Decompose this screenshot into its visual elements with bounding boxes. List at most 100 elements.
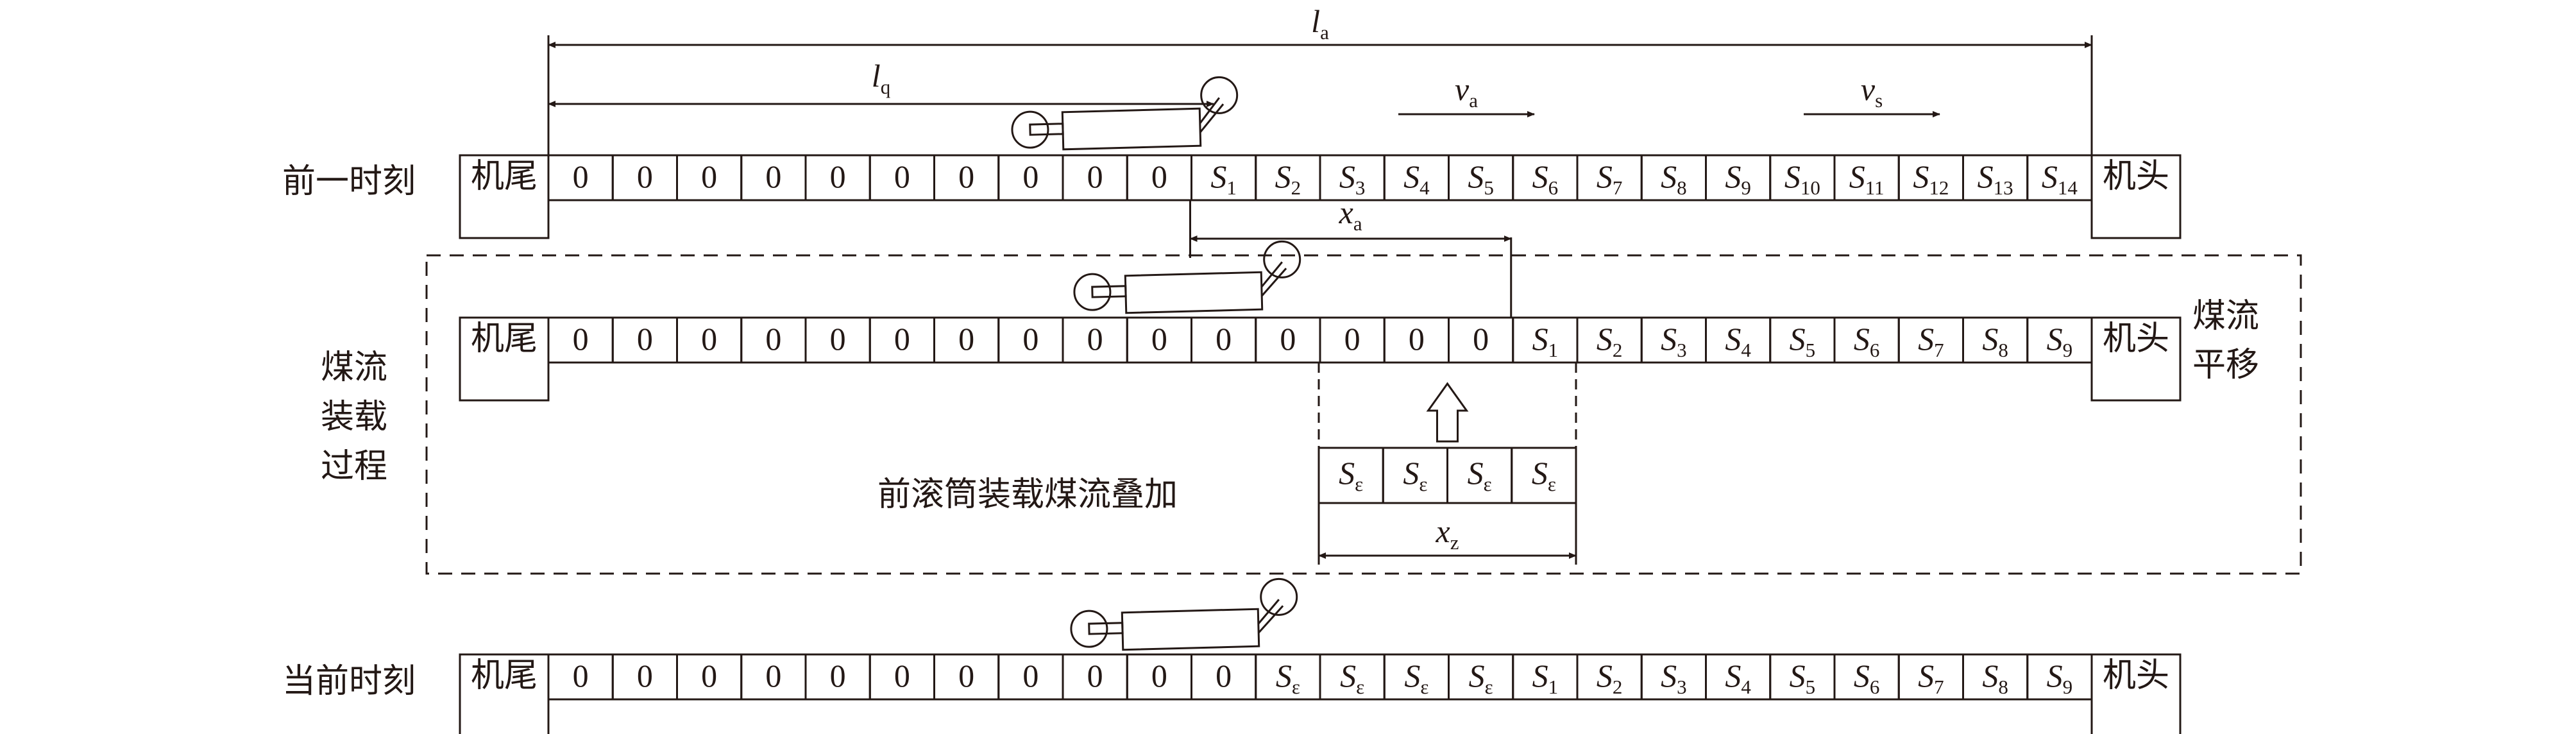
belt-cell-value: S4 (1725, 658, 1751, 698)
shearer-body (1061, 107, 1202, 151)
belt-cell-value: 0 (1344, 321, 1360, 357)
belt-cell-value: 0 (1087, 158, 1103, 194)
belt-cell-value: 0 (894, 321, 910, 357)
row-label-loading-3: 过程 (321, 447, 387, 486)
belt-cell-value: 0 (958, 158, 974, 194)
belt-cell-value: 0 (701, 158, 717, 194)
dimension-label: xa (1339, 194, 1362, 235)
superposition-cell-value: Sε (1339, 455, 1363, 495)
rear-drum-icon (1011, 110, 1049, 149)
velocity-vs: vs (1804, 71, 1940, 117)
loading-process-frame (425, 254, 2302, 575)
velocity-label: va (1455, 71, 1478, 112)
belt-cell-value: S12 (1913, 158, 1949, 199)
front-drum-icon (1260, 577, 1298, 616)
belt-cell-value: 0 (701, 321, 717, 357)
belt-cell-value: 0 (573, 321, 589, 357)
belt-cell-value: S6 (1532, 158, 1559, 199)
front-arm (1257, 599, 1280, 625)
shearer-figures (1011, 76, 1301, 651)
dimension-label: lq (872, 58, 890, 98)
front-arm (1258, 605, 1284, 634)
belt-cell-value: S11 (1849, 158, 1885, 199)
superposition-cell (1511, 447, 1577, 504)
belt-cell-value: 0 (1087, 658, 1103, 694)
belt-cell-value: S7 (1918, 321, 1944, 361)
row-label-loading-1: 煤流 (321, 348, 387, 387)
front-drum-icon (1263, 240, 1301, 278)
belt-cell-value: 0 (894, 658, 910, 694)
lq-dimension: lq (548, 58, 1214, 107)
head-label: 机头 (2103, 656, 2169, 695)
rear-arm (1029, 123, 1064, 136)
head-label: 机头 (2103, 320, 2169, 358)
front-arm (1199, 103, 1224, 133)
belt-cell-value: 0 (958, 321, 974, 357)
belt-cell (2026, 316, 2093, 364)
belt-cell-value: 0 (1151, 321, 1167, 357)
belt-cell-value: S4 (1403, 158, 1430, 199)
row-label-current: 当前时刻 (282, 662, 416, 701)
dimension-label: xz (1436, 513, 1459, 554)
belt-cell-value: 0 (637, 658, 653, 694)
la-dimension: la (548, 3, 2092, 48)
shearer-body (1121, 608, 1260, 651)
shearer-icon (1070, 577, 1298, 651)
belt-cell-value: 0 (1022, 658, 1038, 694)
front-arm (1261, 268, 1287, 297)
belt-cell-value: S1 (1532, 321, 1559, 361)
row-label-loading-2: 装载 (321, 398, 387, 436)
shift-label-1: 煤流 (2192, 297, 2259, 336)
tail-label: 机尾 (471, 157, 538, 196)
belt-cell-value: 0 (958, 658, 974, 694)
shearer-body (1124, 271, 1264, 314)
belt-cell-value: 0 (1087, 321, 1103, 357)
belt-cell-value: S2 (1275, 158, 1301, 199)
belt-cell-value: 0 (1409, 321, 1425, 357)
belt-cell-value: Sε (1276, 658, 1300, 698)
belt-cell-value: Sε (1469, 658, 1493, 698)
shearer-icon (1073, 240, 1301, 314)
tail-label: 机尾 (471, 320, 538, 358)
belt-cell-value: 0 (1473, 321, 1489, 357)
rear-drum-icon (1070, 610, 1108, 648)
belt-cell-value: 0 (894, 158, 910, 194)
belt-cell-value: S9 (1725, 158, 1751, 199)
belt-cell-value: S2 (1597, 321, 1623, 361)
superposition-cell-value: Sε (1468, 455, 1492, 495)
superposition-cell-value: Sε (1532, 455, 1556, 495)
belt-cell-value: S8 (1661, 158, 1687, 199)
belt-cell-value: S8 (1982, 321, 2008, 361)
belt-cell-value: S3 (1339, 158, 1366, 199)
belt-cell-value: S6 (1854, 321, 1880, 361)
belt-cell-value: 0 (573, 158, 589, 194)
belt-cell-value: S9 (2047, 658, 2073, 698)
belt-cell-value: 0 (637, 321, 653, 357)
belt-cell-value: 0 (701, 658, 717, 694)
belt-cell-value: 0 (830, 658, 846, 694)
xz-dimension: xz (1318, 513, 1577, 559)
belt-cell-value: S9 (2047, 321, 2073, 361)
dimension-label: la (1311, 3, 1329, 44)
belt-cell-value: 0 (830, 321, 846, 357)
tail-label: 机尾 (471, 656, 538, 695)
rear-arm (1091, 285, 1127, 298)
belt-cell (2026, 154, 2093, 201)
belt-cell-value: 0 (573, 658, 589, 694)
superposition-caption: 前滚筒装载煤流叠加 (877, 475, 1178, 514)
rear-drum-icon (1073, 273, 1112, 311)
belt-cell-value: 0 (1022, 321, 1038, 357)
belt-cell-value: 0 (637, 158, 653, 194)
shearer-icon (1011, 76, 1239, 151)
superposition-arrow-icon (1426, 382, 1469, 443)
belt-cell-value: S7 (1597, 158, 1623, 199)
belt-cell-value: S3 (1661, 321, 1687, 361)
belt-cell-value: S10 (1784, 158, 1820, 199)
belt-cell-value: S8 (1982, 658, 2008, 698)
